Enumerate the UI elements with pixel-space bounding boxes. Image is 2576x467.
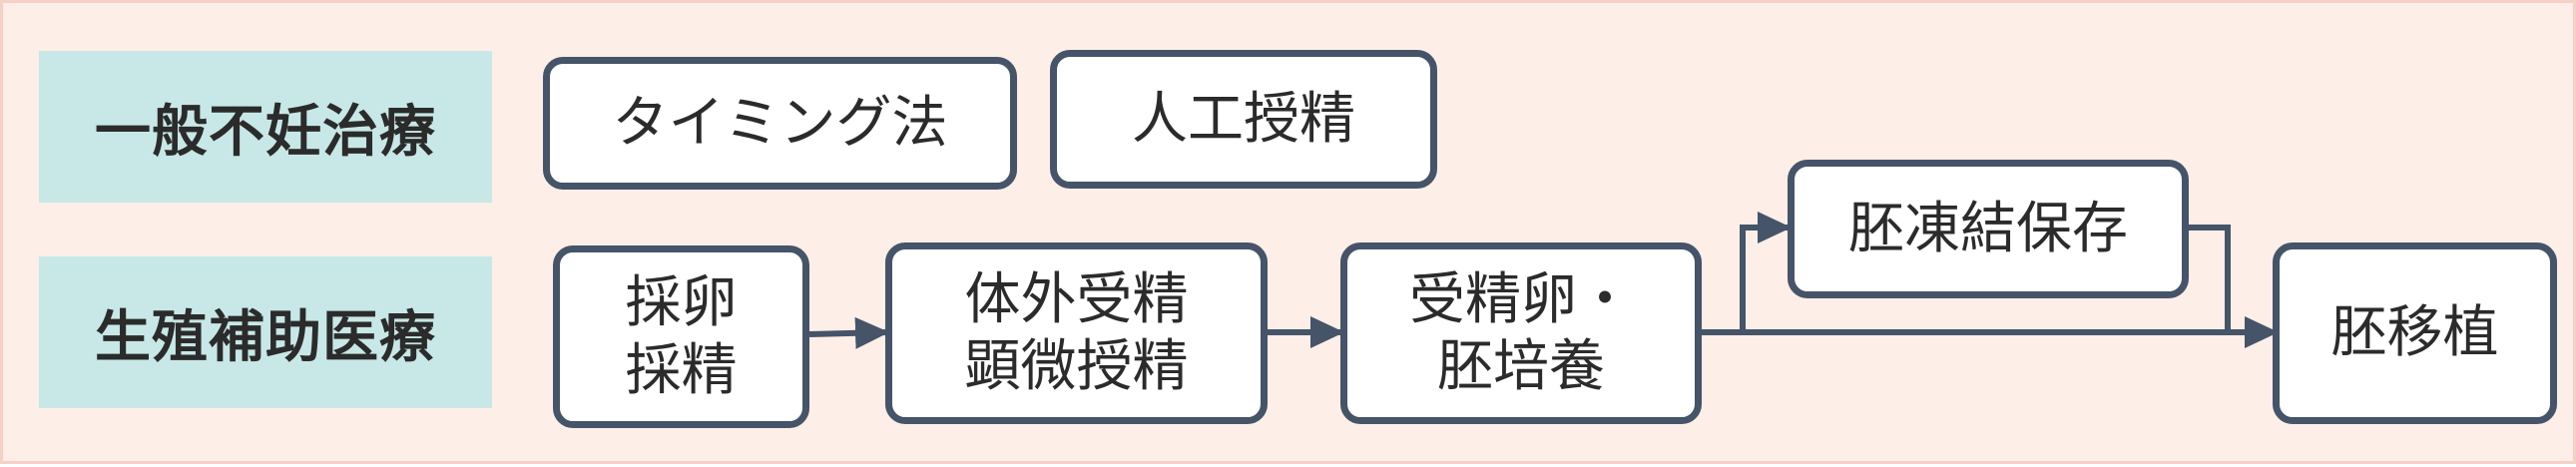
node-text: 人工授精 (1132, 86, 1355, 152)
node-text-line-2: 採精 (625, 337, 738, 403)
node-text: タイミング法 (612, 90, 948, 156)
row-label-general-infertility-treatment: 一般不妊治療 (39, 51, 492, 203)
node-text: 胚凍結保存 (1848, 196, 2128, 261)
node-timing-method: タイミング法 (543, 57, 1017, 190)
node-egg-sperm-retrieval: 採卵 採精 (553, 245, 809, 428)
node-ivf-icsi: 体外受精 顕微授精 (885, 242, 1268, 424)
row-label-assisted-reproductive-technology: 生殖補助医療 (39, 256, 492, 408)
node-embryo-culture: 受精卵・ 胚培養 (1340, 242, 1702, 424)
node-embryo-transfer: 胚移植 (2273, 242, 2557, 424)
node-artificial-insemination: 人工授精 (1050, 50, 1437, 189)
node-text-line-1: 受精卵・ (1409, 266, 1633, 332)
node-text-line-2: 顕微授精 (964, 334, 1189, 399)
arrow-retrieval-to-fertilization (808, 316, 889, 349)
flow-connectors (808, 212, 2279, 349)
node-text-line-1: 採卵 (625, 270, 738, 336)
node-embryo-freezing: 胚凍結保存 (1788, 160, 2189, 298)
node-text-line-2: 胚培養 (1437, 334, 1605, 399)
arrow-freezing-to-transfer (2189, 225, 2231, 332)
node-text: 胚移植 (2330, 300, 2499, 366)
arrow-culture-to-freezing (1740, 212, 1792, 332)
node-text-line-1: 体外受精 (964, 266, 1189, 332)
